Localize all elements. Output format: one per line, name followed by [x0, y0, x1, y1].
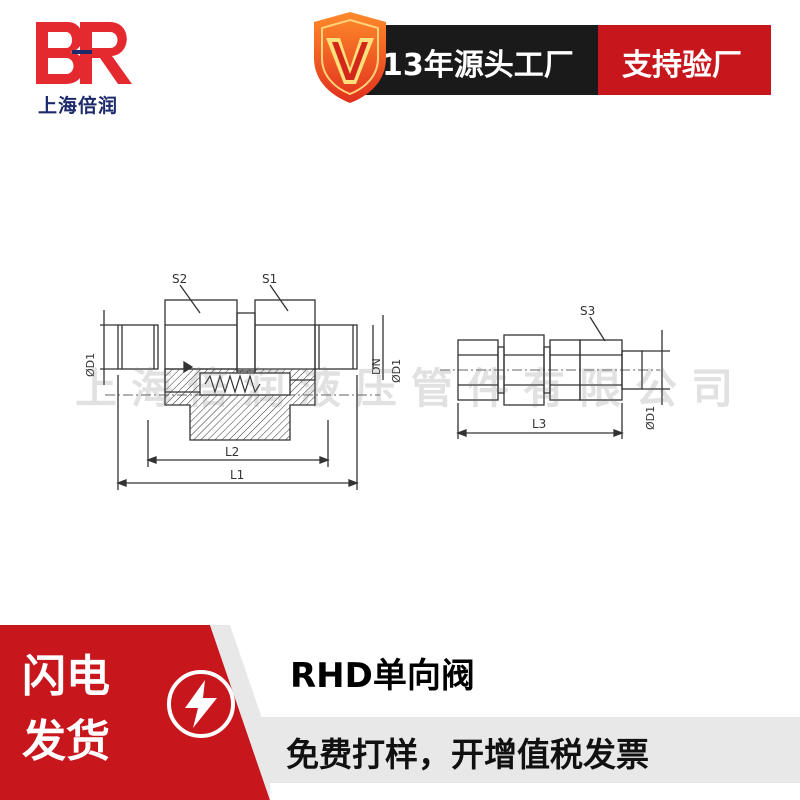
logo-company-name: 上海倍润 — [38, 95, 119, 117]
dim-l3: L3 — [532, 417, 546, 431]
flash-text-line2: 发货 — [22, 716, 110, 767]
label-s3: S3 — [580, 304, 595, 318]
product-title: RHD单向阀 — [290, 656, 475, 696]
lightning-bolt-icon — [167, 670, 235, 738]
factory-years-text: 13年源头工厂 — [382, 48, 574, 83]
dim-l1: L1 — [230, 468, 244, 482]
dim-d1-right: ØD1 — [644, 406, 657, 430]
company-watermark: 上海倍润液压管件有限公司 — [75, 364, 748, 413]
flash-text-line1: 闪电 — [22, 651, 110, 702]
dim-l2: L2 — [225, 445, 239, 459]
bottom-background — [195, 717, 800, 783]
label-s2: S2 — [172, 272, 187, 286]
banner-red-section: 支持验厂 — [598, 25, 771, 95]
technical-drawing: ØD1 DN ØD1 S2 S1 L2 L1 — [60, 255, 750, 505]
free-sample-invoice-text: 免费打样，开增值税发票 — [286, 735, 649, 774]
label-s1: S1 — [262, 272, 277, 286]
brand-logo: 上海倍润 — [28, 18, 138, 118]
dim-d1-left: ØD1 — [84, 353, 97, 377]
dim-d1-mid: ØD1 — [390, 359, 403, 383]
dim-dn: DN — [370, 358, 383, 375]
flash-delivery-panel — [0, 625, 270, 800]
v-shield-icon — [314, 12, 386, 103]
br-logo-icon — [36, 22, 132, 84]
factory-inspection-text: 支持验厂 — [622, 48, 742, 83]
check-valve-drawing: ØD1 DN ØD1 S2 S1 L2 L1 — [84, 272, 670, 490]
top-banner: 13年源头工厂 支持验厂 — [340, 25, 771, 95]
